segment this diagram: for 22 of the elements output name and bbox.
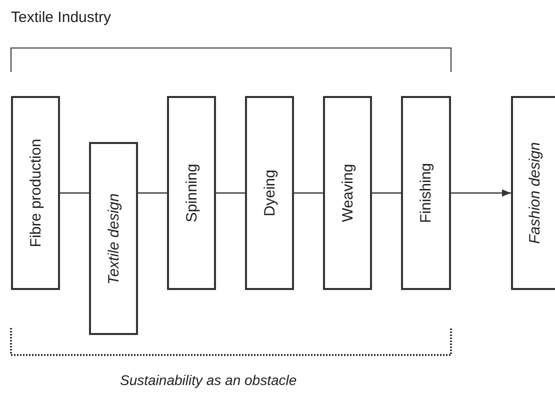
arrow: [451, 189, 511, 197]
step-label: Spinning: [183, 164, 200, 222]
step-label: Fibre production: [27, 138, 44, 248]
process-box: [323, 96, 372, 290]
heading: Textile Industry: [11, 9, 112, 26]
step-label: Weaving: [339, 164, 356, 222]
connector-line: [138, 192, 167, 194]
caption: Sustainability as an obstacle: [120, 372, 297, 388]
step-label: Textile design: [105, 192, 122, 284]
connector-line: [294, 192, 323, 194]
process-box: [401, 96, 451, 290]
process-box: [245, 96, 294, 290]
step-label: Fashion design: [526, 142, 544, 244]
process-box: [89, 142, 138, 335]
process-box: [511, 96, 555, 290]
connector-line: [216, 192, 245, 194]
connector-line: [60, 192, 89, 194]
process-box: [11, 96, 60, 290]
step-label: Dyeing: [261, 170, 278, 216]
step-label: Finishing: [418, 162, 434, 224]
process-box: [167, 96, 216, 290]
connector-line: [372, 192, 401, 194]
